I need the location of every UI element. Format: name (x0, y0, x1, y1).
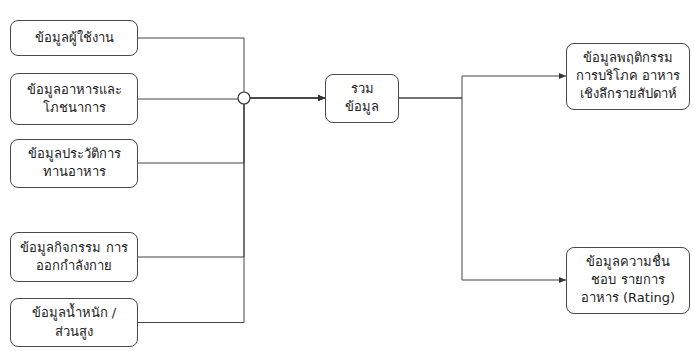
merge-junction (238, 92, 250, 104)
output-box: ข้อมูลความชื่นชอบ รายการอาหาร (Rating) (566, 247, 690, 314)
connector-arrow (138, 98, 325, 257)
connector-arrow (138, 98, 325, 323)
box-label: ข้อมูลพฤติกรรมการบริโภค อาหารเชิงลึกรายส… (575, 49, 681, 104)
box-label: ข้อมูลความชื่นชอบ รายการอาหาร (Rating) (575, 253, 681, 308)
source-box: ข้อมูลประวัติการ ทานอาหาร (10, 139, 138, 188)
source-box: ข้อมูลน้ำหนัก / ส่วนสูง (10, 298, 138, 347)
box-label: ข้อมูลกิจกรรม การออกกำลังกาย (19, 239, 129, 275)
box-label: ข้อมูลประวัติการ ทานอาหาร (19, 145, 129, 181)
connector-arrow (138, 38, 325, 98)
connector-arrow (399, 98, 566, 280)
output-box: ข้อมูลพฤติกรรมการบริโภค อาหารเชิงลึกรายส… (566, 43, 690, 110)
box-label: ข้อมูลอาหารและ โภชนาการ (19, 81, 129, 117)
source-box: ข้อมูลกิจกรรม การออกกำลังกาย (10, 232, 138, 282)
connector-arrow (399, 76, 566, 98)
merge-box: รวมข้อมูล (325, 74, 399, 123)
box-label: ข้อมูลน้ำหนัก / ส่วนสูง (19, 304, 129, 340)
source-box: ข้อมูลผู้ใช้งาน (10, 20, 138, 56)
connector-arrow (138, 98, 325, 163)
box-label: ข้อมูลผู้ใช้งาน (35, 29, 114, 47)
box-label: รวมข้อมูล (334, 80, 390, 116)
source-box: ข้อมูลอาหารและ โภชนาการ (10, 73, 138, 125)
